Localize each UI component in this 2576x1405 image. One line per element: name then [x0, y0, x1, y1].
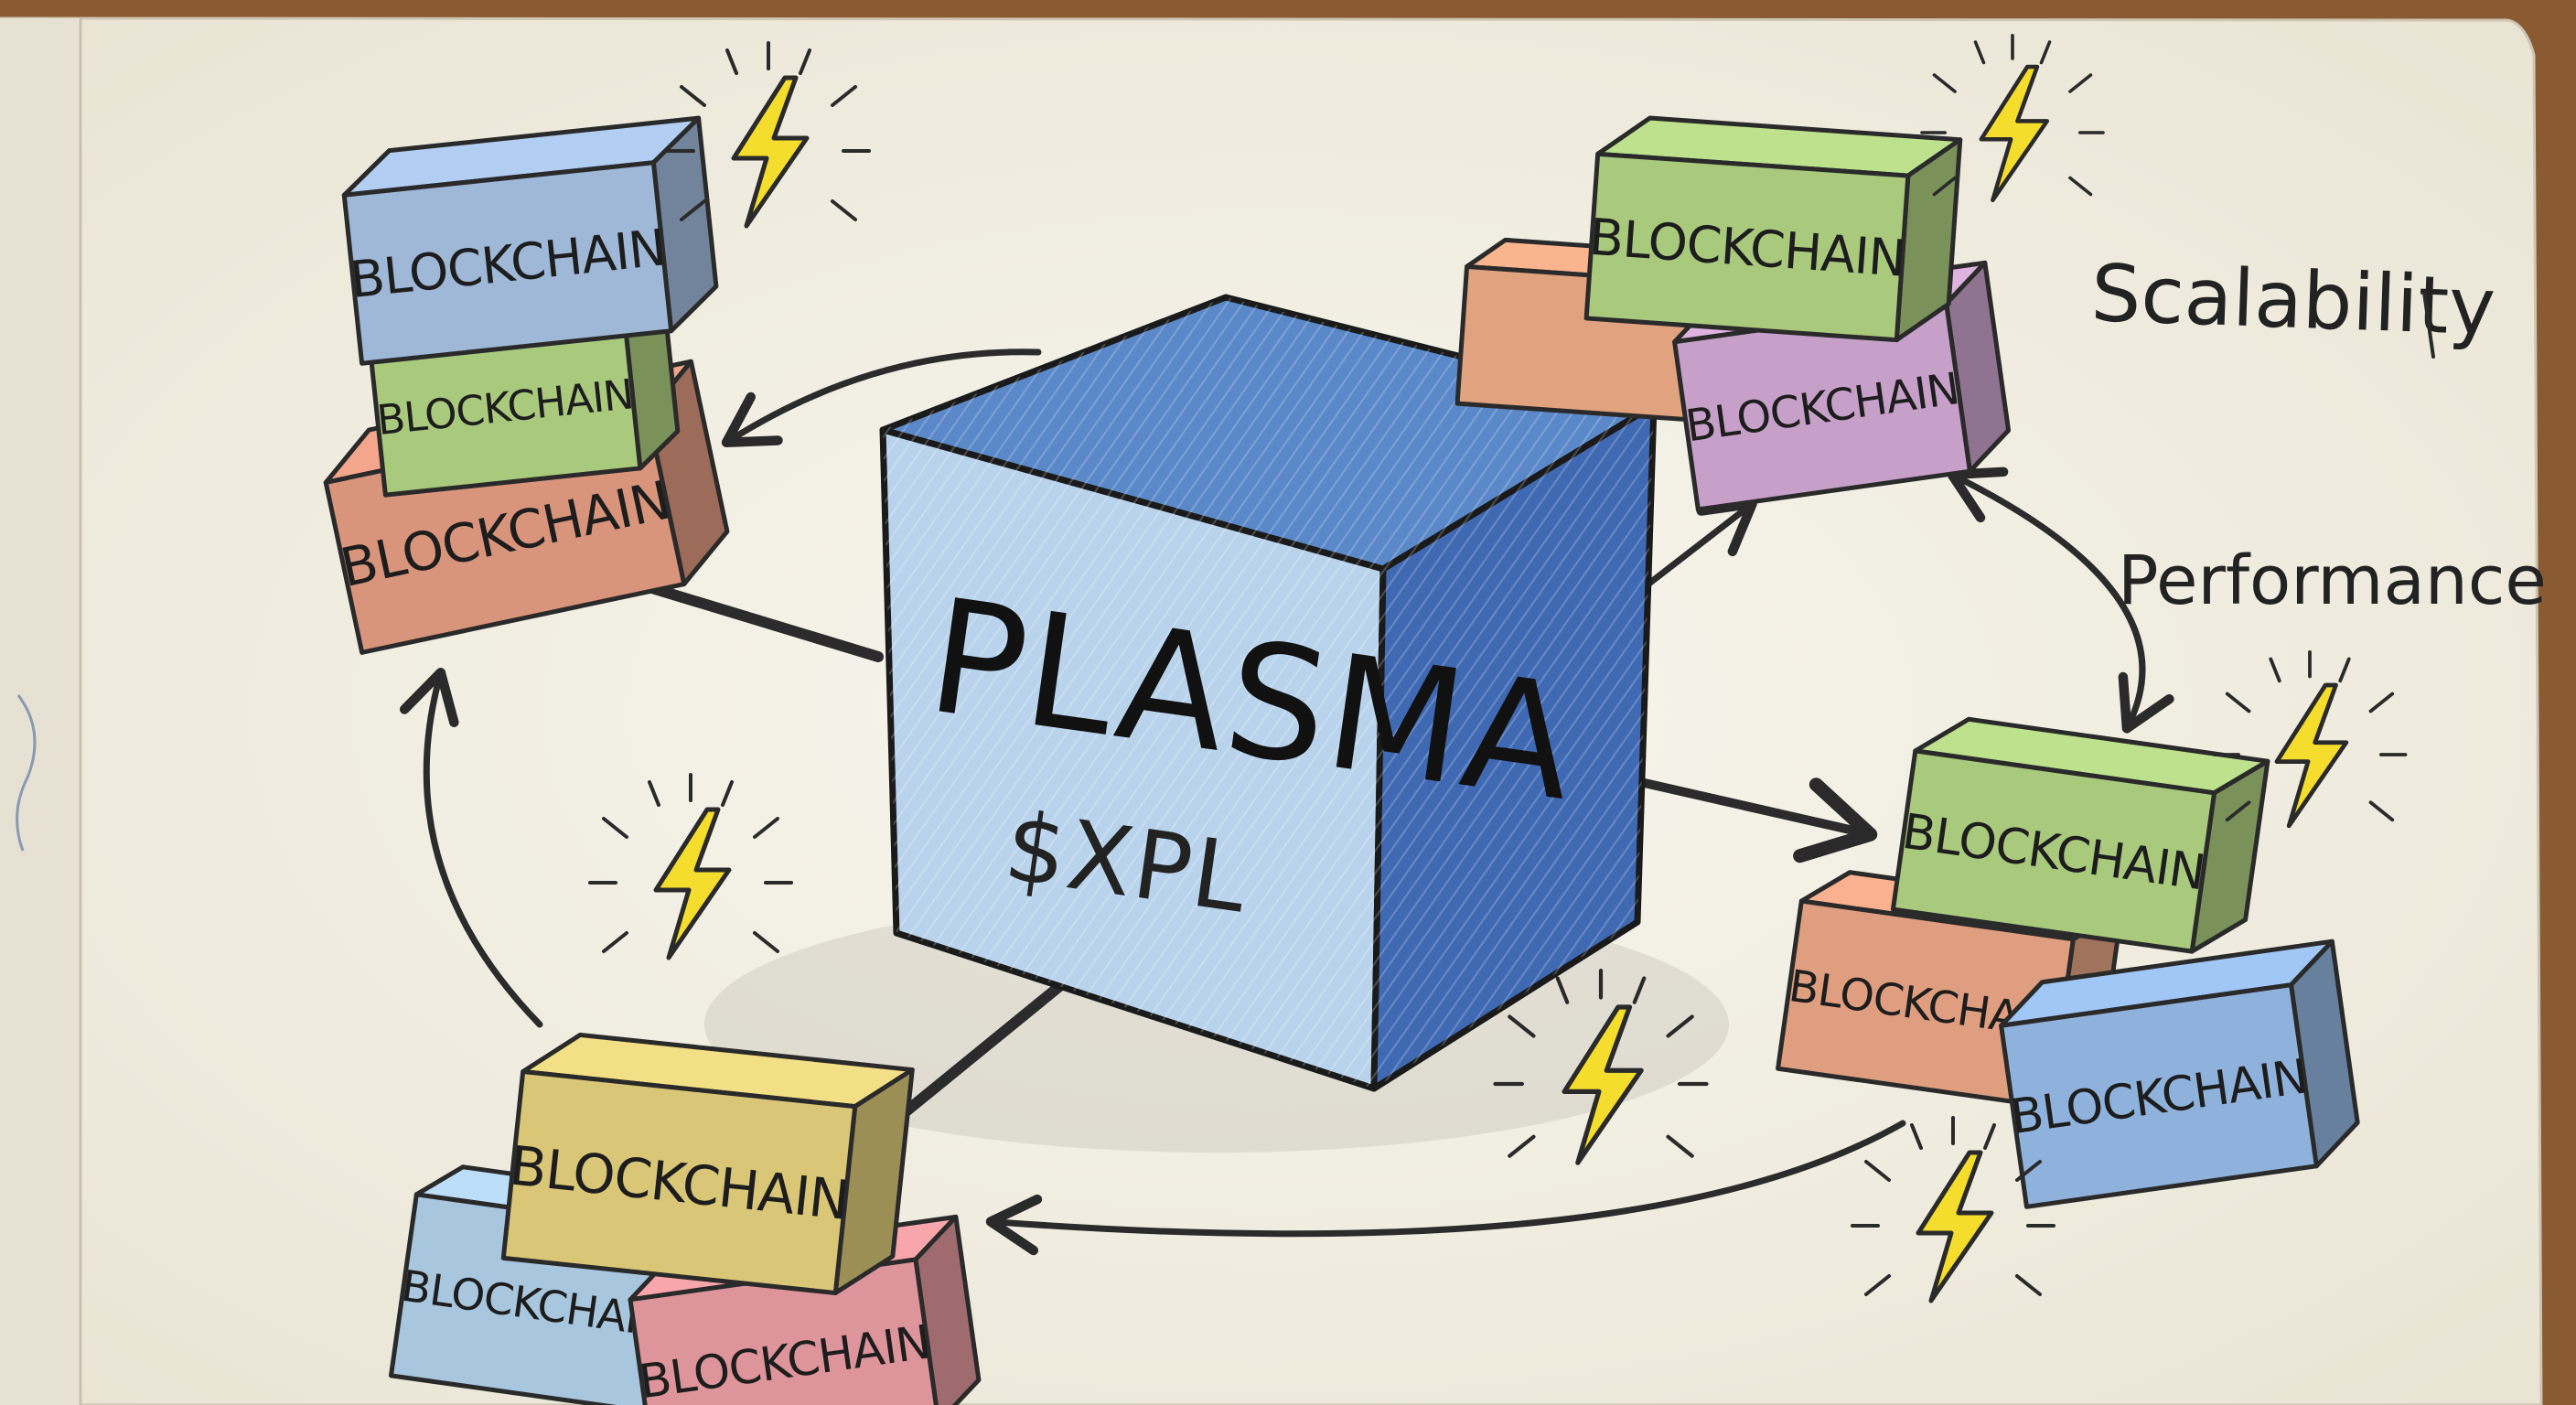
block-front-face — [1999, 982, 2319, 1209]
block-front-face — [1583, 151, 1911, 343]
block-front-face — [500, 1068, 858, 1296]
blockchain-block: BLOCKCHAIN — [341, 115, 719, 366]
block-front-face — [341, 160, 674, 366]
blockchain-block: BLOCKCHAIN — [500, 1032, 915, 1296]
lightning-bolt-icon — [1851, 1116, 2055, 1303]
blockchain-block: BLOCKCHAIN — [1583, 115, 1963, 343]
arrow-top-right-to-right — [1947, 467, 2174, 734]
arrow-cube-to-top-right — [1643, 499, 1757, 589]
blockchain-blocks: BLOCKCHAINBLOCKCHAINBLOCKCHAINBLOCKCHAIN… — [323, 115, 2360, 1405]
scalability-underline — [2422, 291, 2435, 359]
lightning-bolts — [588, 33, 2408, 1303]
lightning-bolt-icon — [2212, 649, 2408, 829]
blockchain-block: BLOCKCHAIN — [1999, 938, 2360, 1209]
flow-arrows — [399, 349, 2174, 1256]
arrow-cube-to-top-left — [721, 349, 1042, 447]
lightning-bolt-icon — [588, 773, 793, 960]
lightning-bolt-icon — [1493, 969, 1709, 1165]
arrow-right-to-bottom — [985, 1120, 1906, 1256]
lightning-bolt-icon — [1920, 33, 2105, 203]
scalability-label: Scalability — [2089, 248, 2496, 353]
lightning-bolt-icon — [666, 41, 871, 229]
blockchain-block: BLOCKCHAIN — [1890, 716, 2270, 954]
block-front-face — [1890, 748, 2217, 954]
performance-label: Performance — [2118, 542, 2547, 620]
arrow-bottom-to-top-left — [399, 667, 543, 1028]
